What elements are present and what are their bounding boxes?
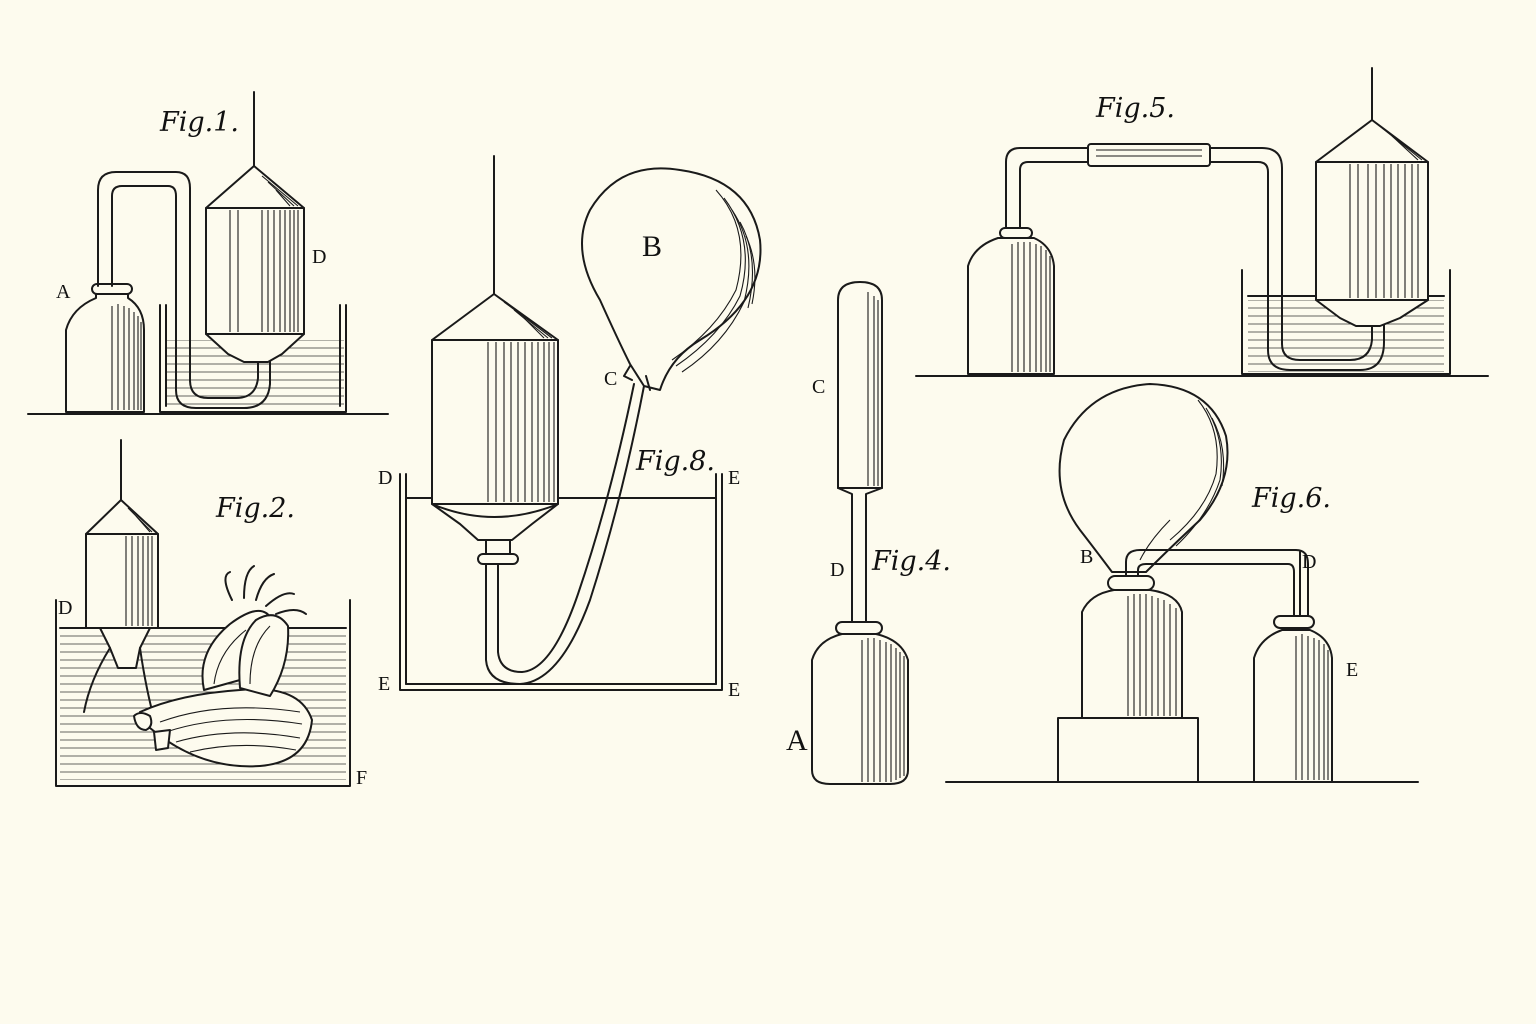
fig6-bottle-e	[1253, 615, 1333, 783]
figure-2: Fig.2. D F	[55, 439, 367, 789]
fig4-tube-c	[837, 281, 883, 627]
fig8-connecting-tube	[485, 385, 645, 685]
fig6-flask	[1081, 575, 1183, 719]
fig1-gas-jar-d	[205, 91, 305, 363]
fig8-gas-jar	[431, 155, 559, 565]
fig6-title: Fig.6.	[1251, 483, 1331, 514]
figure-4: C D Fig.4. A	[786, 281, 951, 785]
fig2-label-d: D	[58, 597, 72, 619]
figure-8: B C Fig.8. D E E E	[378, 155, 762, 701]
fig4-bottle-a	[811, 621, 909, 785]
fig4-label-a: A	[786, 724, 808, 757]
fig6-connecting-tube	[1125, 549, 1309, 619]
fig8-label-c: C	[604, 368, 617, 390]
fig2-title: Fig.2.	[215, 493, 295, 524]
fig5-title: Fig.5.	[1095, 93, 1175, 124]
fig6-block	[1057, 717, 1199, 783]
fig5-gas-jar	[1315, 67, 1429, 327]
fig2-label-f: F	[356, 767, 367, 789]
fig1-bottle-a	[65, 283, 145, 413]
fig8-trough	[399, 473, 723, 691]
fig5-bottle	[967, 227, 1055, 375]
fig1-siphon-tube	[97, 171, 259, 399]
fig6-label-e: E	[1346, 659, 1358, 681]
fig8-label-d: D	[378, 467, 392, 489]
fig1-label-a: A	[56, 281, 71, 303]
fig8-title: Fig.8.	[635, 446, 715, 477]
fig5-siphon-tube	[1005, 143, 1385, 371]
figure-6: Fig.6. B D E	[945, 383, 1419, 783]
fig8-label-e-right: E	[728, 679, 740, 701]
fig6-label-d: D	[1302, 551, 1316, 573]
fig8-bladder-b	[581, 167, 762, 391]
fig8-label-e-left: E	[378, 673, 390, 695]
fig6-label-b: B	[1080, 546, 1093, 568]
figure-1: Fig.1. A D	[27, 91, 389, 415]
fig2-gas-jar-d	[83, 439, 159, 727]
fig1-title: Fig.1.	[159, 107, 239, 138]
fig4-label-c: C	[812, 376, 825, 398]
fig4-title: Fig.4.	[871, 546, 951, 577]
fig4-label-d: D	[830, 559, 844, 581]
fig2-tangled-tube	[133, 565, 313, 768]
fig6-bladder-b	[1058, 383, 1229, 573]
fig8-label-b: B	[642, 230, 662, 263]
fig1-label-d: D	[312, 246, 326, 268]
fig8-label-e-top: E	[728, 467, 740, 489]
figure-5: Fig.5.	[915, 67, 1489, 377]
